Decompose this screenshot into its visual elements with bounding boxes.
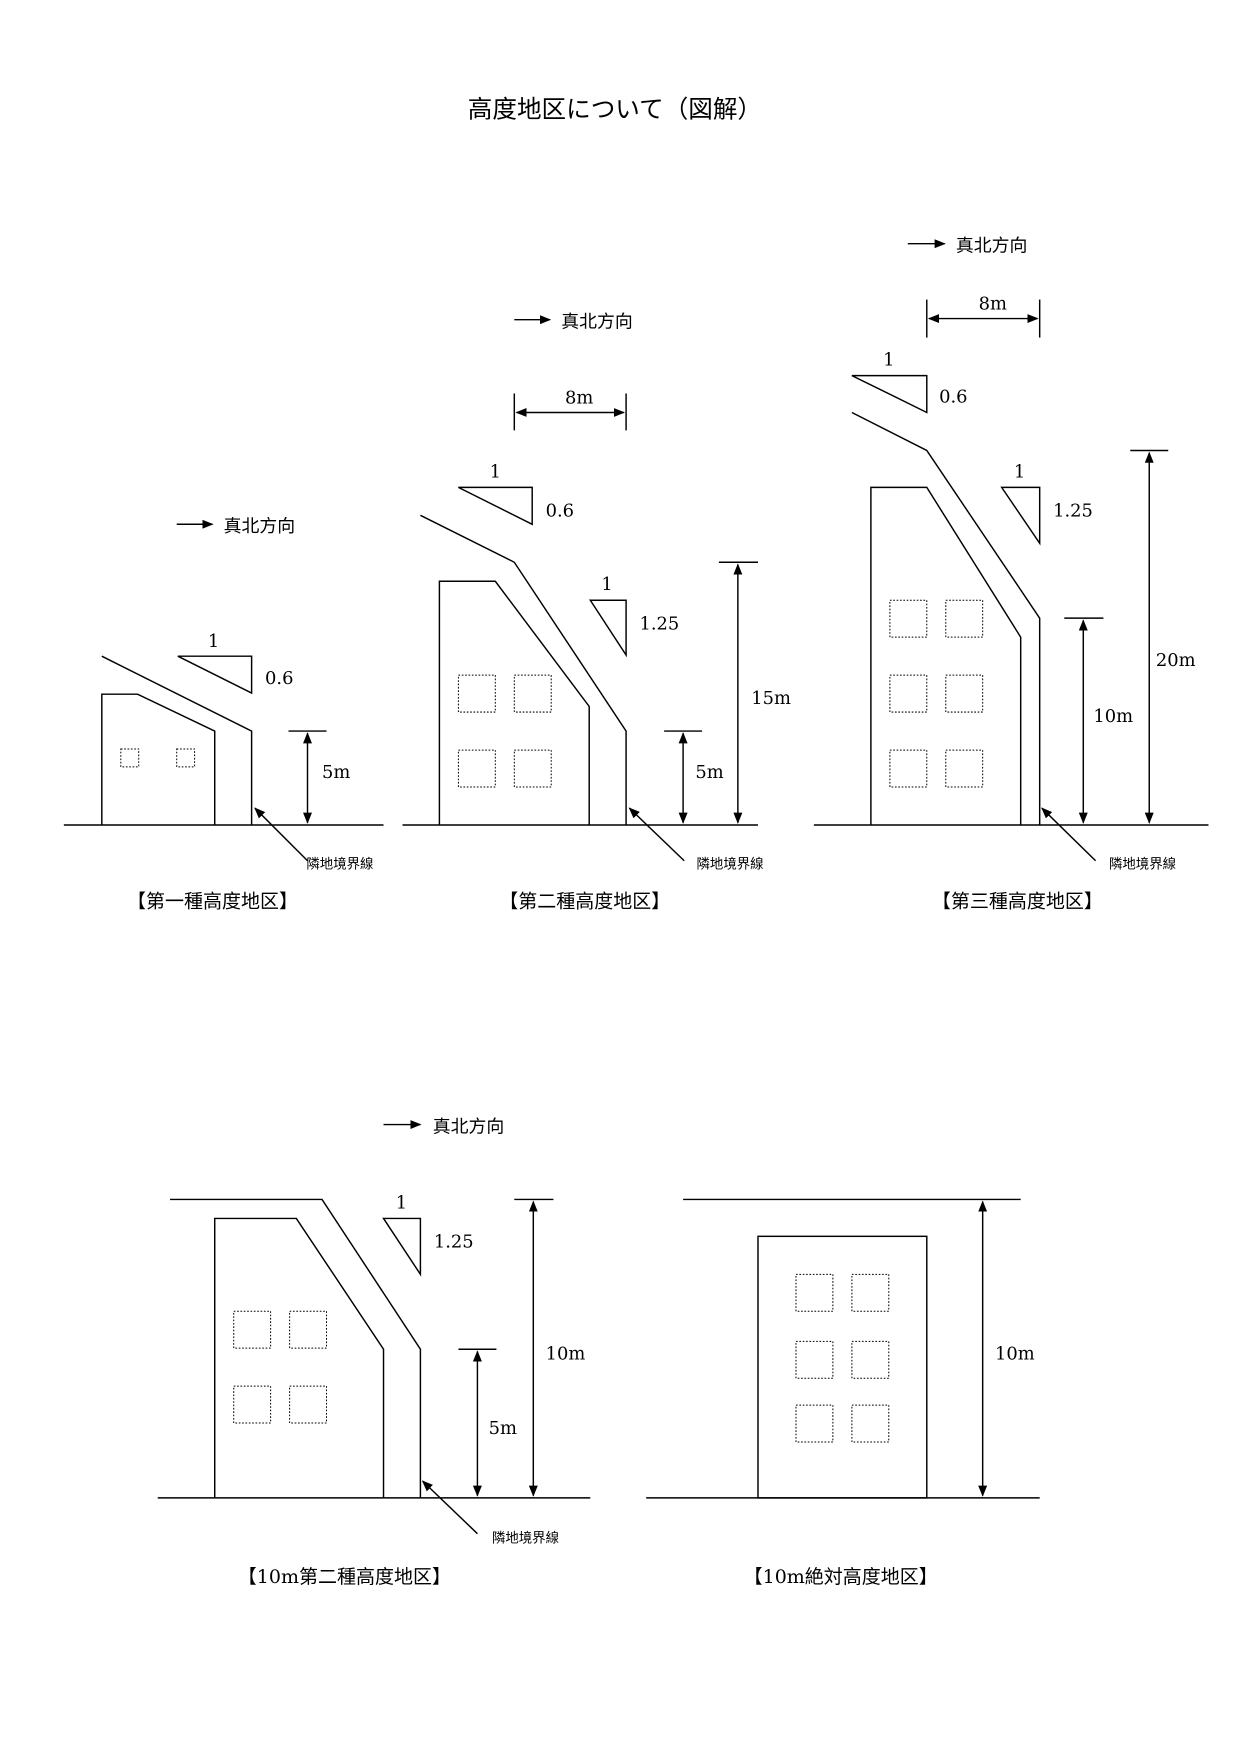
north-indicator: 真北方向: [514, 312, 633, 333]
window: [851, 1273, 890, 1312]
north-label: 真北方向: [561, 312, 633, 333]
window: [233, 1310, 272, 1349]
height-limit-line: [851, 411, 1041, 825]
window: [795, 1404, 834, 1443]
window: [945, 749, 984, 788]
height-label: 5m: [489, 1418, 517, 1439]
slope-triangle: [458, 486, 533, 526]
slope-rise: 1.25: [434, 1232, 474, 1253]
boundary-leader-arrow: [254, 807, 309, 862]
north-label: 真北方向: [433, 1116, 504, 1137]
boundary-leader-arrow: [1041, 807, 1097, 862]
diagram-type2: 真北方向 8m 1 0.6 1 1.25 5m 15m 隣地境界線 【第二種高度…: [402, 312, 791, 913]
north-label: 真北方向: [224, 516, 295, 537]
slope-run: 1: [208, 631, 219, 652]
slope-triangle: [382, 1217, 422, 1277]
boundary-leader-arrow: [421, 1480, 478, 1535]
window: [795, 1340, 834, 1379]
slope-triangle: [851, 374, 928, 414]
building-outline: [757, 1235, 928, 1499]
diagram-type3: 真北方向 8m 1 0.6 1 1.25 10m 20m 隣地境界線 【第三種高…: [813, 236, 1209, 913]
slope-run: 1: [1014, 461, 1025, 482]
slope-triangle: [588, 599, 627, 658]
building-outline: [438, 580, 590, 825]
diagram-10m-absolute: 10m 【10m絶対高度地区】: [646, 1198, 1040, 1588]
slope-run: 1: [396, 1192, 407, 1213]
page-title: 高度地区について（図解）: [468, 94, 762, 123]
boundary-label: 隣地境界線: [697, 857, 764, 873]
window: [889, 674, 928, 713]
height-label: 10m: [546, 1343, 586, 1364]
height-label: 10m: [995, 1343, 1035, 1364]
window: [795, 1273, 834, 1312]
window: [233, 1385, 272, 1424]
diagram-caption: 【10m絶対高度地区】: [744, 1566, 938, 1588]
slope-rise: 0.6: [939, 386, 967, 407]
height-label: 5m: [322, 762, 350, 783]
height-label: 20m: [1156, 650, 1196, 671]
boundary-label: 隣地境界線: [1109, 857, 1176, 873]
window: [289, 1385, 328, 1424]
building-outline: [101, 693, 216, 825]
height-limit-line: [420, 514, 627, 825]
window: [851, 1404, 890, 1443]
diagram-type1: 真北方向 1 0.6 5m 隣地境界線 【第一種高度地区】: [63, 516, 384, 913]
window: [945, 599, 984, 638]
slope-triangle: [177, 655, 253, 695]
north-indicator: 真北方向: [907, 236, 1028, 257]
slope-rise: 1.25: [1053, 500, 1093, 521]
north-label: 真北方向: [956, 236, 1028, 257]
window: [513, 674, 552, 713]
window: [889, 599, 928, 638]
height-limit-line: [101, 655, 253, 825]
building-outline: [213, 1217, 385, 1498]
slope-triangle: [1000, 486, 1041, 546]
width-label: 8m: [565, 388, 593, 409]
window: [945, 674, 984, 713]
slope-run: 1: [490, 461, 501, 482]
diagram-caption: 【第二種高度地区】: [499, 891, 670, 913]
north-indicator: 真北方向: [383, 1116, 504, 1137]
building-outline: [870, 486, 1022, 825]
north-indicator: 真北方向: [176, 516, 295, 537]
boundary-label: 隣地境界線: [492, 1531, 559, 1547]
boundary-label: 隣地境界線: [306, 857, 373, 873]
window: [851, 1340, 890, 1379]
slope-run: 1: [883, 350, 894, 371]
height-label: 5m: [695, 762, 723, 783]
height-label: 15m: [751, 688, 791, 709]
window: [457, 749, 496, 788]
width-label: 8m: [979, 294, 1007, 315]
window: [176, 748, 196, 768]
boundary-leader-arrow: [628, 807, 685, 862]
diagram-caption: 【第一種高度地区】: [127, 891, 298, 913]
window: [289, 1310, 328, 1349]
diagram-10m-type2: 真北方向 1 1.25 5m 10m 隣地境界線 【10m第二種高度地区】: [157, 1116, 591, 1588]
diagram-caption: 【第三種高度地区】: [932, 891, 1103, 913]
slope-run: 1: [601, 574, 612, 595]
height-label: 10m: [1093, 706, 1133, 727]
window: [120, 748, 140, 768]
height-limit-line: [170, 1198, 422, 1498]
slope-rise: 1.25: [640, 613, 680, 634]
diagram-caption: 【10m第二種高度地区】: [238, 1566, 451, 1588]
window: [457, 674, 496, 713]
slope-rise: 0.6: [265, 668, 293, 689]
slope-rise: 0.6: [546, 500, 574, 521]
window: [513, 749, 552, 788]
window: [889, 749, 928, 788]
